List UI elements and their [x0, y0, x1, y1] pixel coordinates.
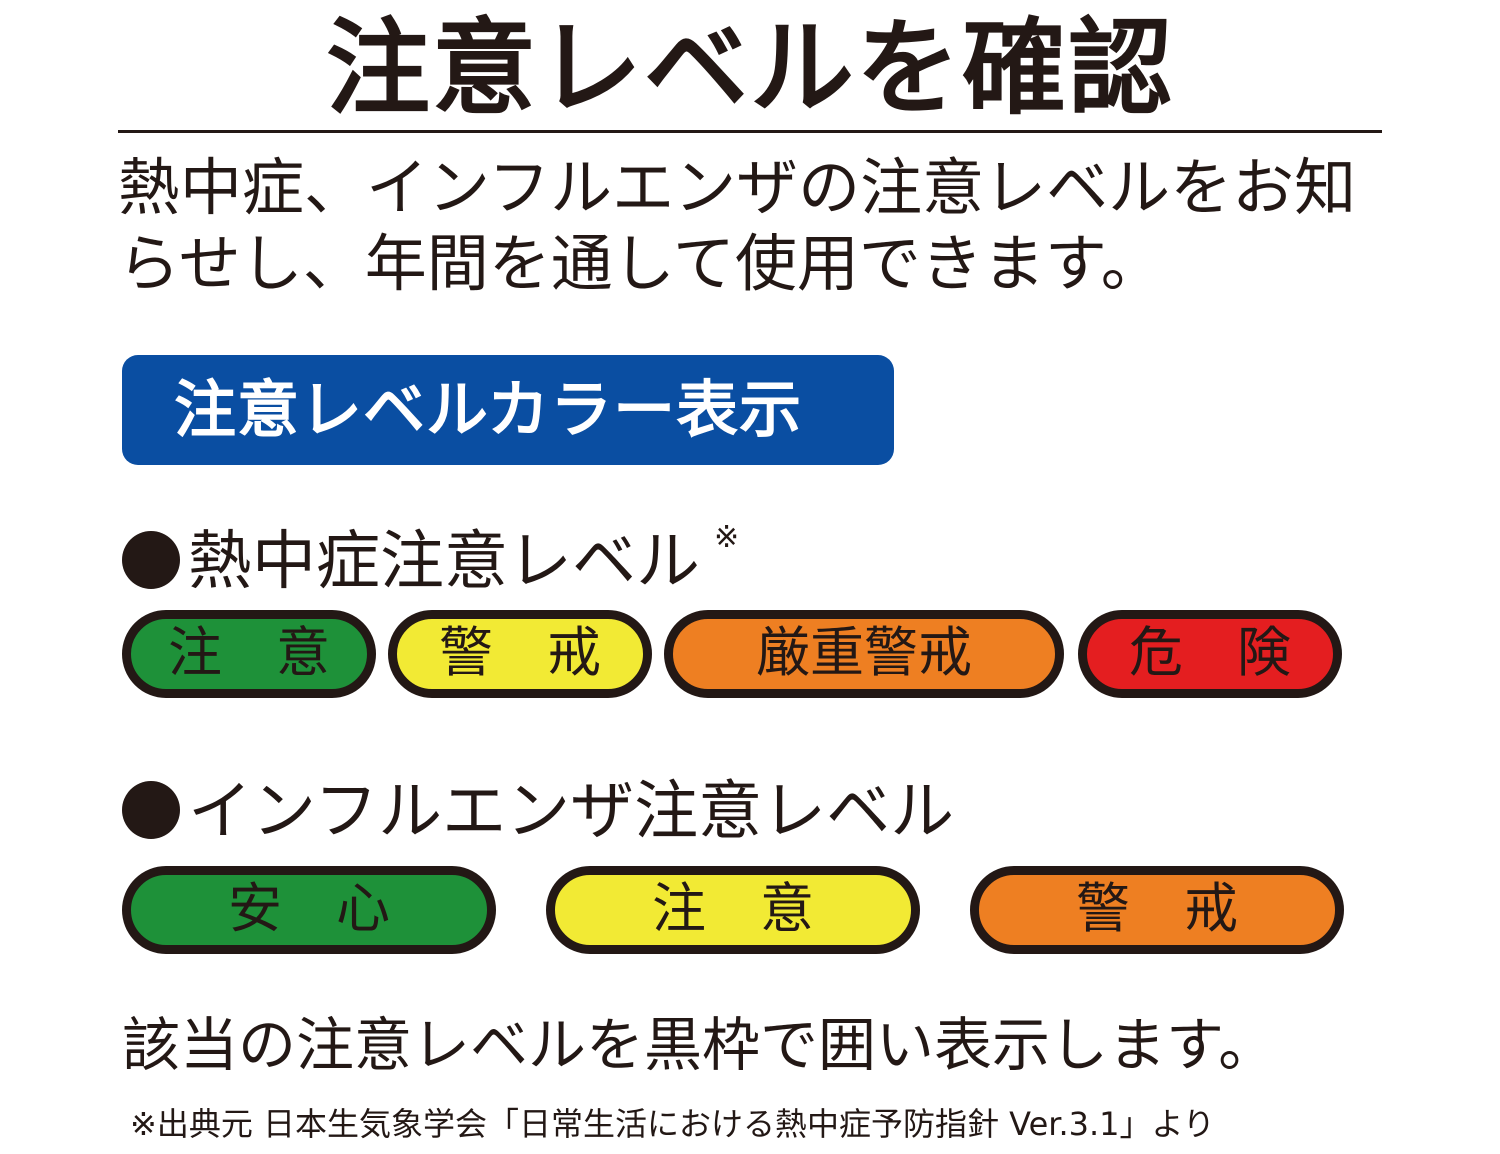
bullet-icon [122, 781, 180, 839]
heat-level-danger-label: 危 険 [1129, 621, 1291, 684]
heat-level-caution-label: 注 意 [168, 621, 330, 684]
intro-line-2: らせし、年間を通して使用できます。 [118, 227, 1163, 300]
heat-level-warning: 警 戒 [388, 610, 652, 698]
influenza-heading-text: インフルエンザ注意レベル [188, 775, 955, 849]
page-title: 注意レベルを確認 [325, 7, 1174, 129]
flu-level-safe: 安 心 [122, 866, 496, 954]
influenza-heading: インフルエンザ注意レベル [122, 772, 954, 852]
flu-level-caution-label: 注 意 [652, 877, 814, 940]
heatstroke-heading-text: 熱中症注意レベル [188, 525, 700, 599]
footer-text: 該当の注意レベルを黒枠で囲い表示します。 [122, 1011, 1277, 1079]
source-note: ※出典元 日本生気象学会「日常生活における熱中症予防指針 Ver.3.1」より [130, 1105, 1215, 1143]
flu-level-caution: 注 意 [546, 866, 920, 954]
heat-level-caution: 注 意 [122, 610, 376, 698]
heat-level-danger: 危 険 [1078, 610, 1342, 698]
color-display-badge: 注意レベルカラー表示 [122, 355, 894, 465]
title-divider [118, 130, 1382, 133]
intro-text: 熱中症、インフルエンザの注意レベルをお知 らせし、年間を通して使用できます。 [118, 150, 1408, 302]
heat-level-warning-label: 警 戒 [439, 621, 601, 684]
flu-level-warning: 警 戒 [970, 866, 1344, 954]
footnote-mark: ※ [714, 520, 740, 555]
intro-line-1: 熱中症、インフルエンザの注意レベルをお知 [118, 151, 1357, 224]
heatstroke-heading: 熱中症注意レベル ※ [122, 498, 739, 602]
heat-level-severe-warning-label: 厳重警戒 [756, 621, 972, 684]
flu-level-safe-label: 安 心 [228, 877, 390, 940]
heat-level-severe-warning: 厳重警戒 [664, 610, 1064, 698]
flu-level-warning-label: 警 戒 [1076, 877, 1238, 940]
bullet-icon [122, 531, 180, 589]
